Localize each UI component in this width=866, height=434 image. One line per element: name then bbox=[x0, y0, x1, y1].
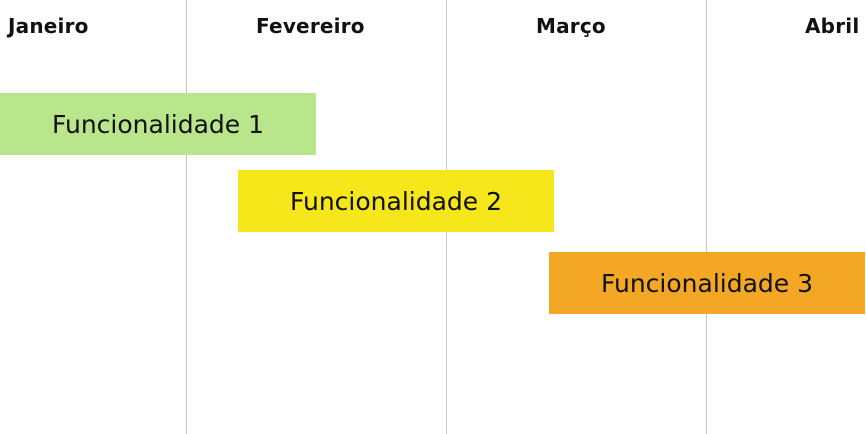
feature-bar-label: Funcionalidade 1 bbox=[51, 109, 265, 139]
feature-bar-1[interactable]: Funcionalidade 1 bbox=[0, 93, 316, 155]
month-header-marco: Março bbox=[536, 14, 606, 38]
month-header-fevereiro: Fevereiro bbox=[256, 14, 365, 38]
month-header-janeiro: Janeiro bbox=[8, 14, 89, 38]
feature-bar-label: Funcionalidade 2 bbox=[289, 186, 503, 216]
month-header-abril: Abril bbox=[805, 14, 860, 38]
feature-bar-label: Funcionalidade 3 bbox=[600, 268, 814, 298]
feature-bar-3[interactable]: Funcionalidade 3 bbox=[549, 252, 865, 314]
month-divider bbox=[706, 0, 707, 434]
month-divider bbox=[186, 0, 187, 434]
feature-bar-2[interactable]: Funcionalidade 2 bbox=[238, 170, 554, 232]
